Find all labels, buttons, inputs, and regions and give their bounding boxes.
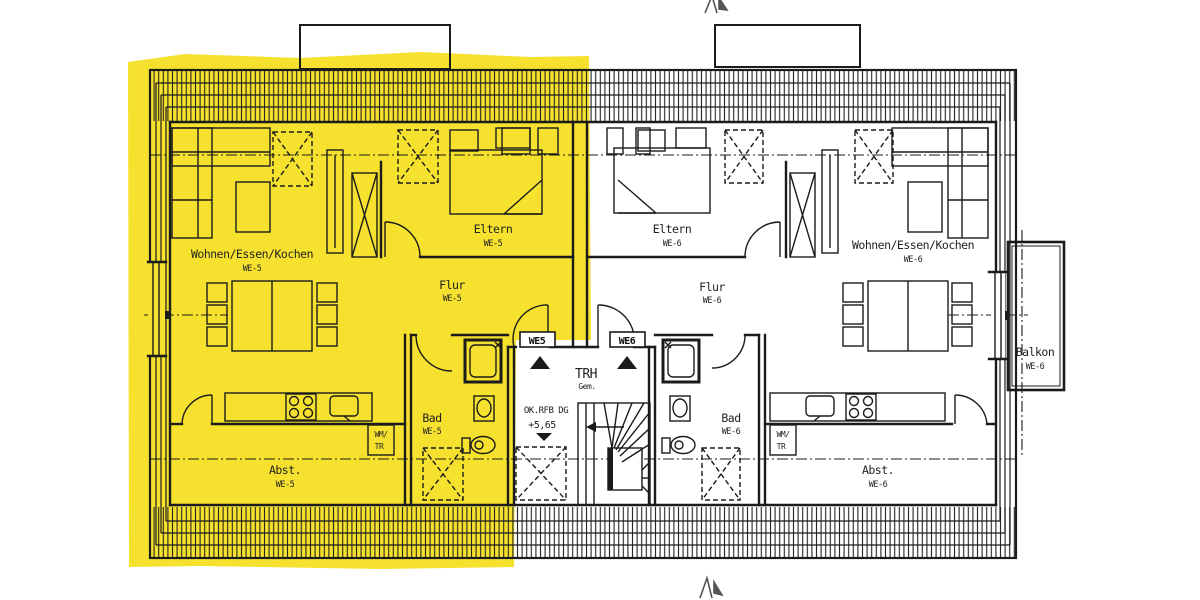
skylight-box — [724, 129, 764, 184]
level-marker: OK.RFB DG +5,65 — [524, 406, 569, 441]
roof-hatch-band — [148, 68, 1018, 560]
toilet-we6 — [661, 435, 696, 455]
entry-arrow-icon — [530, 356, 550, 369]
section-marker-top-icon — [704, 0, 729, 14]
room-label-we5-bad: Bad WE-5 — [422, 411, 442, 437]
svg-text:OK.RFB DG: OK.RFB DG — [524, 406, 568, 416]
stair-direction-arrow-icon — [586, 422, 624, 432]
room-labels: Wohnen/Essen/Kochen WE-5 Eltern WE-5 Flu… — [191, 222, 1055, 490]
door-leaf-panel — [326, 149, 344, 254]
entry-tag-we5: WE5 — [519, 331, 556, 369]
skylight-box — [422, 447, 464, 501]
skylight-box — [272, 131, 313, 187]
room-label-we6-abst: Abst. WE-6 — [862, 463, 895, 490]
washbasin-we5 — [473, 395, 495, 422]
svg-text:Eltern: Eltern — [474, 222, 513, 236]
svg-text:WE-5: WE-5 — [484, 239, 503, 249]
sink-icon — [805, 395, 835, 422]
svg-text:WE-5: WE-5 — [243, 264, 262, 274]
room-label-we6-bad: Bad WE-6 — [721, 411, 741, 437]
svg-text:+5,65: +5,65 — [528, 420, 556, 431]
svg-text:WE5: WE5 — [529, 336, 546, 347]
toilet-we5 — [461, 435, 496, 455]
svg-text:WE-5: WE-5 — [443, 294, 462, 304]
wm-tr-box-we5: WM/ TR — [367, 424, 395, 456]
svg-text:WE-6: WE-6 — [703, 296, 722, 306]
wardrobe-we5 — [351, 172, 378, 258]
svg-text:Bad: Bad — [422, 411, 441, 425]
svg-text:WE-6: WE-6 — [904, 255, 923, 265]
svg-text:Gem.: Gem. — [578, 382, 595, 391]
dining-table-we6 — [842, 280, 973, 352]
svg-text:WE-6: WE-6 — [722, 427, 741, 437]
stove-icon — [845, 393, 877, 421]
entry-arrow-icon — [617, 356, 637, 369]
room-label-we5-abst: Abst. WE-5 — [269, 463, 302, 490]
wm-tr-box-we6: WM/ TR — [769, 424, 797, 456]
svg-text:WE-5: WE-5 — [276, 480, 295, 490]
room-label-we6-eltern: Eltern WE-6 — [653, 222, 692, 249]
skylight-box — [515, 446, 567, 501]
sofa-we6 — [891, 127, 989, 239]
svg-text:Eltern: Eltern — [653, 222, 692, 236]
wm-tr-label: WM/ — [375, 430, 389, 439]
interior-walls — [168, 120, 998, 507]
highlight-we5 — [128, 52, 591, 569]
skylight-box — [701, 447, 741, 501]
svg-text:Bad: Bad — [721, 411, 740, 425]
balcony — [948, 230, 1066, 458]
svg-text:TRH: TRH — [575, 367, 597, 382]
dormer-right — [714, 24, 861, 68]
svg-text:TR: TR — [777, 442, 786, 451]
stove-icon — [285, 393, 317, 421]
svg-text:TR: TR — [375, 442, 384, 451]
svg-text:Flur: Flur — [439, 278, 465, 292]
svg-text:WM/: WM/ — [777, 430, 791, 439]
dining-table-we5 — [206, 280, 338, 352]
sink-icon — [329, 395, 359, 422]
bed-we6 — [613, 127, 711, 214]
shower-we6 — [661, 338, 701, 384]
room-label-balkon: Balkon WE-6 — [1016, 345, 1055, 372]
kitchen-we6 — [769, 392, 946, 422]
entry-tag-we6: WE6 — [609, 331, 646, 369]
skylight-box — [854, 129, 894, 184]
dormer-left — [299, 24, 451, 70]
shower-we5 — [463, 338, 503, 384]
svg-text:Wohnen/Essen/Kochen: Wohnen/Essen/Kochen — [852, 238, 974, 252]
svg-text:WE6: WE6 — [619, 336, 636, 347]
section-marker-bottom-icon — [699, 575, 724, 599]
door-leaf-panel — [821, 149, 839, 254]
room-label-we5-flur: Flur WE-5 — [439, 278, 466, 304]
sofa-we5 — [171, 127, 271, 239]
washbasin-we6 — [669, 395, 691, 422]
room-label-we5-living: Wohnen/Essen/Kochen WE-5 — [191, 247, 314, 274]
kitchen-we5 — [224, 392, 373, 422]
room-label-we6-living: Wohnen/Essen/Kochen WE-6 — [852, 238, 975, 265]
staircase — [577, 402, 651, 506]
window-left-wall — [146, 260, 168, 358]
stairwell-label: TRH Gem. — [575, 367, 597, 391]
svg-text:WE-6: WE-6 — [869, 480, 888, 490]
svg-text:Wohnen/Essen/Kochen: Wohnen/Essen/Kochen — [191, 247, 313, 261]
room-label-we6-flur: Flur WE-6 — [699, 280, 726, 306]
svg-text:Balkon: Balkon — [1016, 345, 1055, 359]
wardrobe-we6 — [789, 172, 816, 258]
room-label-we5-eltern: Eltern WE-5 — [474, 222, 513, 249]
skylight-box — [397, 129, 439, 184]
bed-we5 — [449, 127, 543, 215]
svg-text:WE-6: WE-6 — [663, 239, 682, 249]
svg-text:WE-6: WE-6 — [1026, 362, 1045, 372]
svg-text:Abst.: Abst. — [862, 463, 894, 477]
svg-text:WE-5: WE-5 — [423, 427, 442, 437]
svg-text:Flur: Flur — [699, 280, 725, 294]
svg-text:Abst.: Abst. — [269, 463, 301, 477]
level-marker-icon — [536, 433, 552, 441]
